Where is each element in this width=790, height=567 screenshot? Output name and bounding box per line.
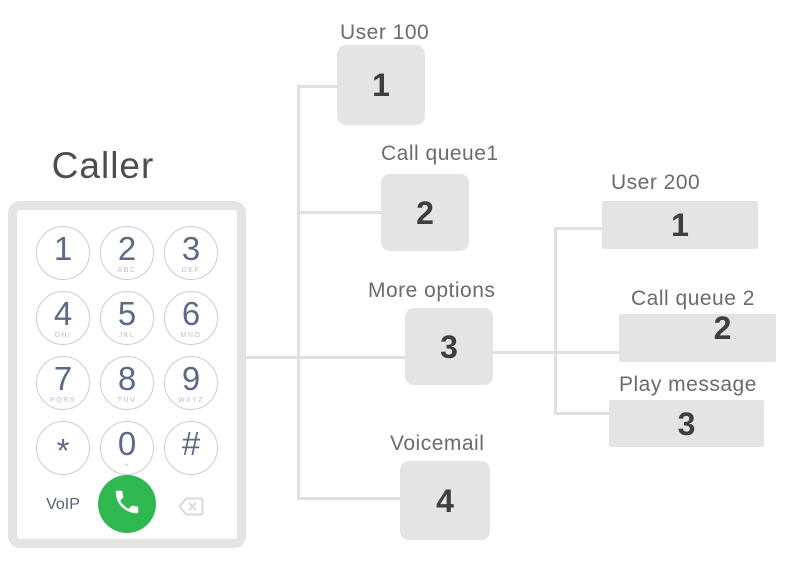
- key-8[interactable]: 8 TUV: [100, 356, 154, 410]
- menu-label-call-queue1: Call queue1: [381, 142, 499, 165]
- menu-key: 1: [671, 207, 689, 243]
- call-button[interactable]: [98, 475, 156, 533]
- connector-branch-option1: [297, 85, 339, 88]
- dial-pad: 1 2 ABC 3 DEF 4 GHI 5 JKL 6 MNO: [36, 226, 218, 475]
- phone-call-icon: [112, 487, 142, 522]
- menu-node-voicemail: 4: [400, 461, 490, 540]
- menu-key: 3: [440, 328, 458, 365]
- connector-branch-sub-option3: [554, 412, 611, 415]
- submenu-node-call-queue-2: 2: [619, 310, 776, 362]
- key-6[interactable]: 6 MNO: [164, 291, 218, 345]
- caller-title: Caller: [51, 145, 155, 186]
- menu-node-call-queue1: 2: [381, 174, 469, 251]
- menu-node-more-options: 3: [405, 308, 493, 385]
- menu-label-more-options: More options: [368, 279, 496, 302]
- key-9[interactable]: 9 WXYZ: [164, 356, 218, 410]
- connector-trunk-level2: [554, 227, 557, 415]
- menu-key: 4: [436, 482, 454, 519]
- menu-key: 2: [416, 194, 434, 231]
- submenu-label-play-message: Play message: [619, 373, 757, 396]
- menu-label-user-100: User 100: [340, 21, 430, 44]
- key-3[interactable]: 3 DEF: [164, 226, 218, 280]
- key-1[interactable]: 1: [36, 226, 90, 280]
- key-7[interactable]: 7 PQRS: [36, 356, 90, 410]
- key-4[interactable]: 4 GHI: [36, 291, 90, 345]
- submenu-node-user-200: 1: [602, 201, 758, 249]
- menu-key: 2: [713, 310, 732, 346]
- connector-branch-option4: [297, 497, 402, 500]
- key-star[interactable]: *: [36, 421, 90, 475]
- menu-key: 1: [372, 67, 390, 103]
- backspace-icon[interactable]: [178, 497, 204, 516]
- connector-branch-option2: [297, 211, 383, 214]
- key-0[interactable]: 0 +: [100, 421, 154, 475]
- connector-trunk-level1: [297, 85, 300, 500]
- voip-label: VoIP: [46, 496, 80, 513]
- menu-key: 3: [677, 405, 696, 442]
- menu-label-voicemail: Voicemail: [390, 432, 485, 455]
- submenu-label-user-200: User 200: [611, 171, 701, 194]
- dial-pad-actions: VoIP: [17, 210, 237, 539]
- connector-phone-to-option3: [246, 356, 407, 359]
- menu-node-user-100: 1: [337, 45, 425, 125]
- key-2[interactable]: 2 ABC: [100, 226, 154, 280]
- submenu-node-play-message: 3: [609, 400, 764, 447]
- connector-branch-sub-option1: [554, 227, 604, 230]
- key-hash[interactable]: #: [164, 421, 218, 475]
- caller-phone-panel: 1 2 ABC 3 DEF 4 GHI 5 JKL 6 MNO: [8, 201, 246, 548]
- submenu-label-call-queue-2: Call queue 2: [631, 287, 755, 310]
- key-5[interactable]: 5 JKL: [100, 291, 154, 345]
